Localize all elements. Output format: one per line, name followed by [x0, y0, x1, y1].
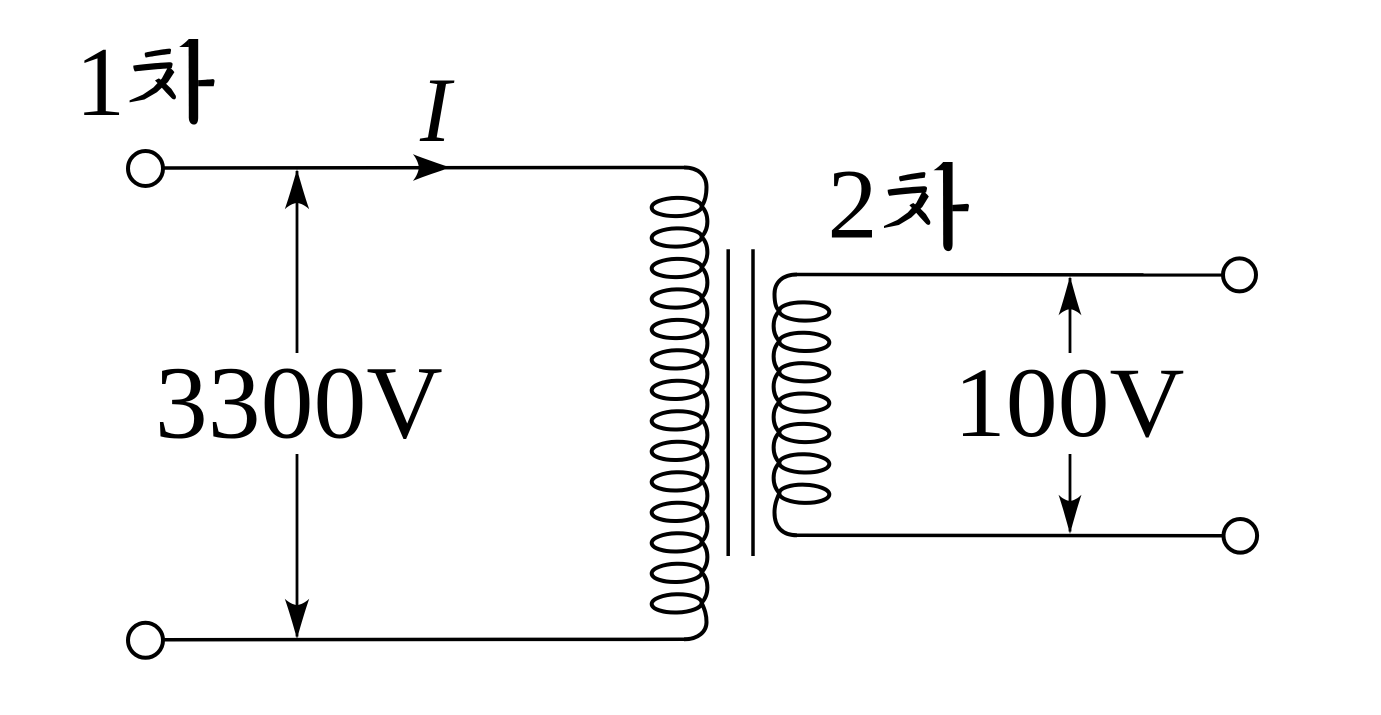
svg-text:I: I [419, 60, 455, 162]
svg-text:1: 1 [76, 28, 126, 137]
svg-text:100V: 100V [954, 347, 1185, 458]
svg-text:3300V: 3300V [155, 346, 443, 461]
svg-text:2: 2 [828, 148, 878, 259]
